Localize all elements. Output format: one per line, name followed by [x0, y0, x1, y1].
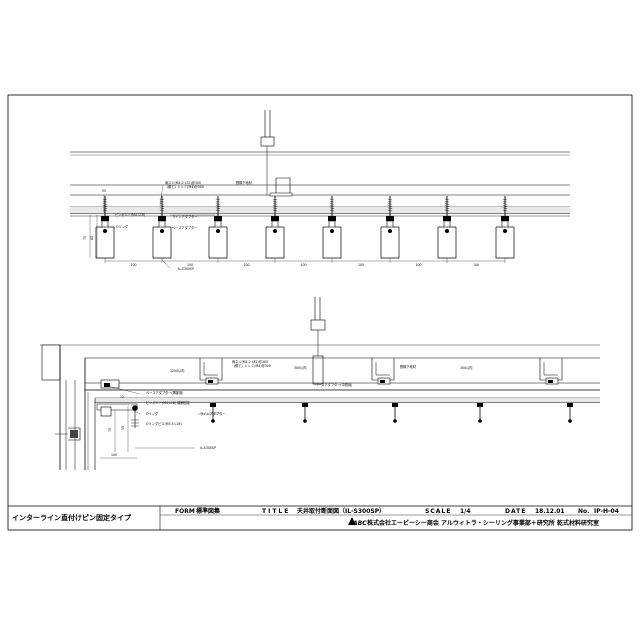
upper-fixture — [322, 196, 342, 263]
pitch-dim-label: 100 — [416, 263, 422, 267]
upper-fixture — [380, 196, 400, 263]
dim-75: 75 — [83, 236, 87, 240]
ceiling-pin — [210, 403, 216, 423]
label-l-product: IL-S300SP — [200, 446, 216, 450]
label-base-adapter-mid: ベースアダプター(中間用) — [315, 382, 352, 387]
label-l-screw: 両ネジ(M4.2 L32)@300 — [232, 359, 268, 364]
upper-fixture — [95, 196, 115, 263]
drawing-frame — [7, 94, 633, 531]
label-pin: ピンボルト(M4 L18) — [115, 212, 145, 217]
upper-fixture — [495, 196, 515, 263]
upper-pitch-dims: 100 100 100 100 100 100 100 — [131, 263, 480, 267]
form-label: FORM — [175, 508, 195, 515]
label-o-ring: Oリング — [116, 224, 129, 229]
ceiling-pin — [477, 403, 483, 423]
runner-clip — [199, 358, 223, 385]
drawing-name: インターライン直付けピン固定タイプ — [12, 513, 132, 522]
no-label: No. — [578, 508, 589, 515]
ceiling-pin — [567, 403, 573, 423]
title-value: 天井取付断面図（IL-S300SP） — [297, 507, 385, 515]
upper-fixture — [152, 196, 172, 263]
date-value: 18.12.01 — [535, 508, 565, 515]
ceiling-pin — [392, 403, 398, 423]
no-value: IP-H-04 — [594, 508, 619, 515]
upper-section-view — [70, 110, 570, 217]
ceiling-pin — [302, 403, 308, 423]
upper-fixture — [208, 196, 228, 263]
scale-label: SCALE — [425, 508, 451, 515]
form-value: 標準図集 — [196, 507, 221, 515]
dim-l-15: 15 — [121, 426, 125, 430]
label-o-screw: Oリングビス(M3.5 L18) — [146, 421, 182, 426]
lower-pin-row — [210, 403, 573, 423]
pitch-dim-label: 100 — [473, 263, 479, 267]
label-product: IL-S300SP — [178, 267, 194, 271]
date-label: DATE — [505, 508, 526, 515]
label-l-o-ring: Oリング — [146, 411, 159, 416]
upper-fixture — [437, 196, 457, 263]
dim-50: 50 — [102, 189, 106, 193]
upper-fixture — [265, 196, 285, 263]
pitch-dim-label: 100 — [358, 263, 364, 267]
lower-labels: 1200以内 両ネジ(M4.2 L32)@300 （鋼と）ＬＬＣ(M4)@300… — [100, 359, 472, 459]
company-logo: ABC — [348, 517, 367, 527]
scale-value: 1/4 — [460, 508, 471, 515]
logo-text: ABC — [352, 520, 367, 527]
label-l-line-adapter: ラインアダプター — [200, 411, 226, 416]
pitch-dim-label: 100 — [131, 263, 137, 267]
dim-65: 65 — [90, 236, 94, 240]
company-name: 株式会社エービーシー商会 アルウィトラ・シーリング事業部＋研究所 乾式材料研究室 — [367, 519, 599, 527]
upper-fixture-row — [95, 196, 515, 263]
label-screw-note: （鋼と）ＬＬＣ(M4)@300 — [165, 184, 204, 189]
label-screw: 両ネジ(M4.2 L32)@300 — [165, 180, 201, 185]
label-line-adapter: ラインアダプター — [172, 214, 198, 219]
label-pitch-300b: 300以内 — [460, 365, 472, 370]
runner-clip — [539, 358, 563, 385]
label-pitch-1200: 1200以内 — [170, 368, 185, 373]
label-l-runner: 野縁下地材 — [400, 364, 417, 369]
pitch-dim-label: 100 — [244, 263, 250, 267]
label-l-pin: ピンボルト(M4 L18) 端部固定 — [146, 400, 191, 405]
label-base-adapter: ベースアダプター — [172, 225, 197, 230]
dim-l-75: 75 — [108, 428, 112, 432]
dim-l-100: 100 — [111, 453, 117, 457]
pitch-dim-label: 100 — [301, 263, 307, 267]
title-label: TITLE — [262, 508, 290, 515]
runner-clip — [371, 358, 395, 385]
label-pitch-300a: 300以内 — [294, 365, 306, 370]
pitch-dim-label: 100 — [187, 263, 193, 267]
upper-labels: 両ネジ(M4.2 L32)@300 （鋼と）ＬＬＣ(M4)@300 野縁下地材 … — [83, 180, 505, 271]
lower-runner-clips — [199, 358, 563, 385]
title-block: インターライン直付けピン固定タイプ FORM 標準図集 TITLE 天井取付断面… — [12, 507, 619, 527]
label-l-screw-note: （鋼と）ＬＬＣ(M4)@300 — [232, 363, 271, 368]
dim-l-12: 12 — [120, 395, 124, 399]
lower-section-view — [40, 297, 600, 470]
label-base-adapter-corner: ベースアダプター(隅部用) — [146, 390, 183, 395]
label-runner: 野縁下地材 — [236, 180, 253, 185]
